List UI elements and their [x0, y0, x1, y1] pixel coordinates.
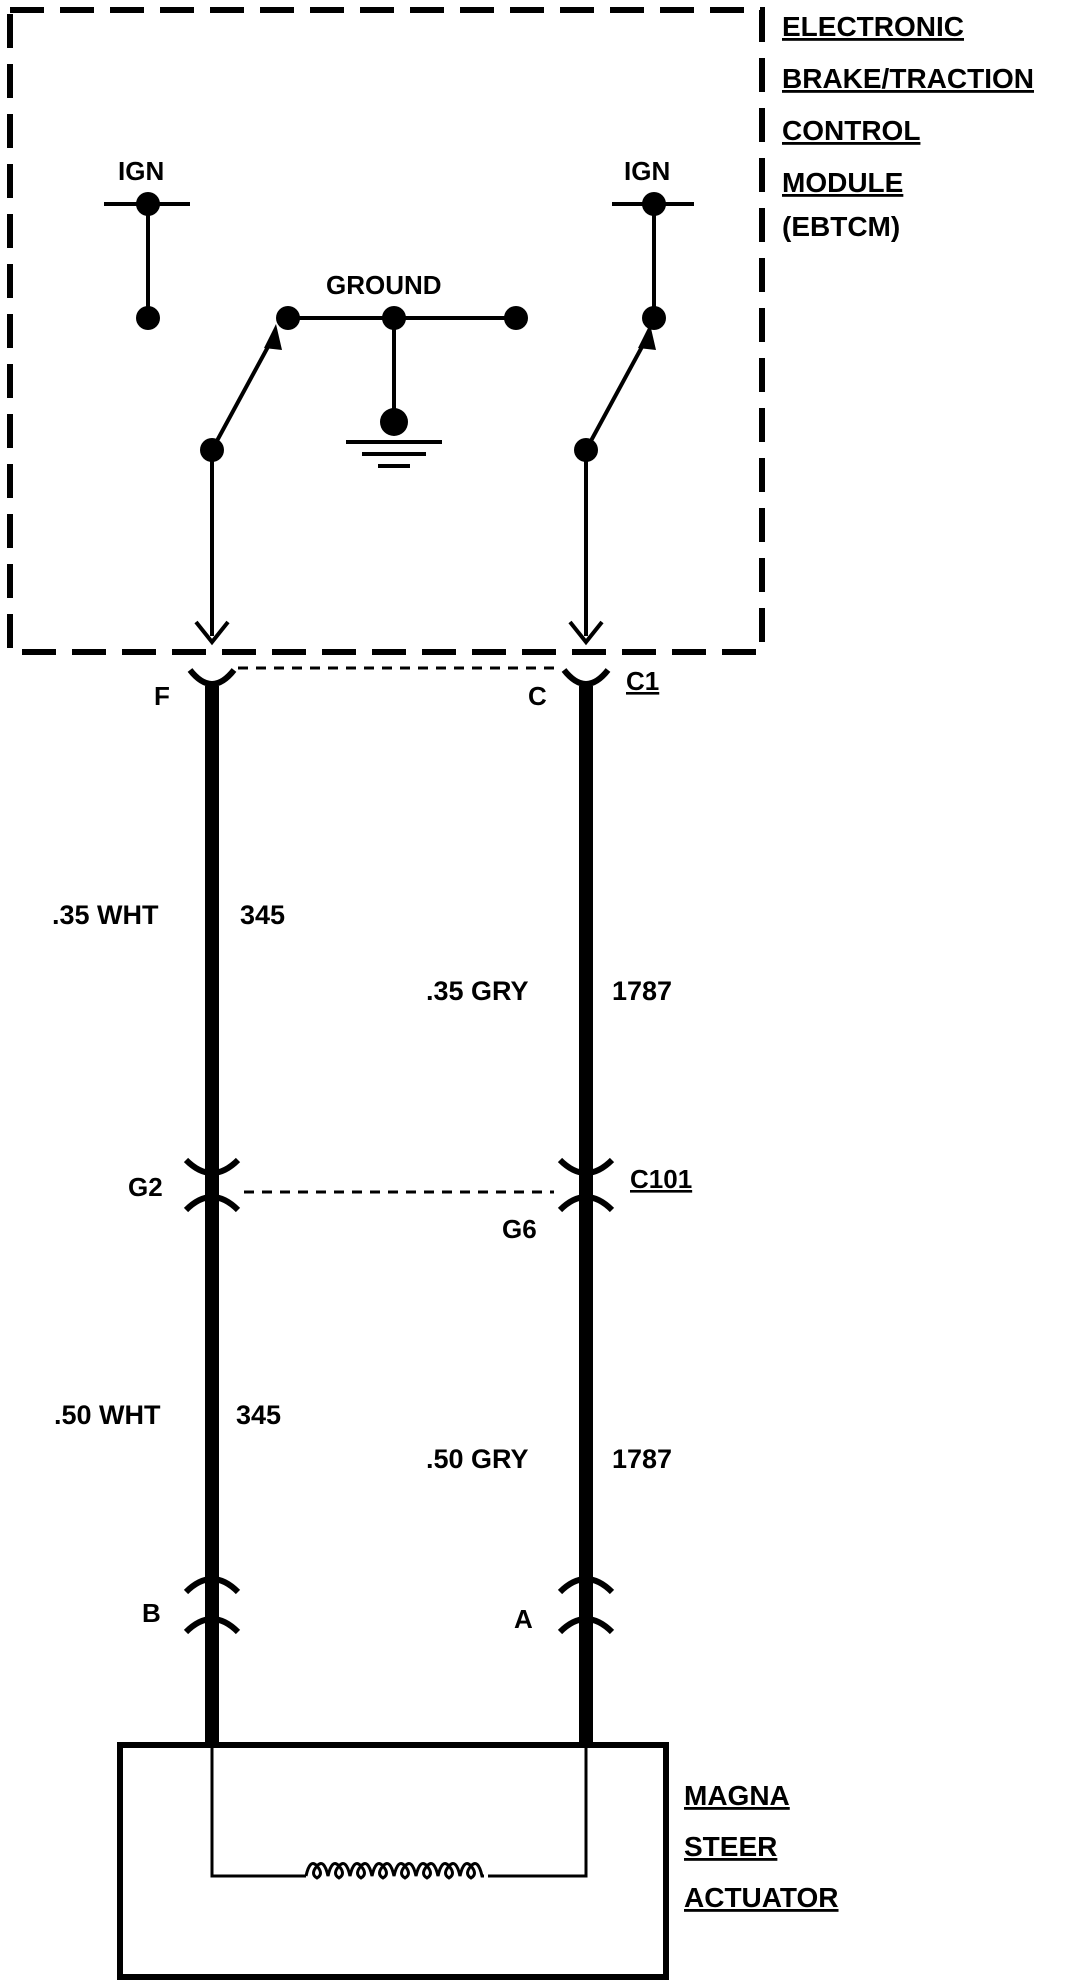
- ground-label: GROUND: [326, 270, 442, 300]
- module-title-line-3: CONTROL: [782, 115, 920, 146]
- module-title-line-2: BRAKE/TRACTION: [782, 63, 1034, 94]
- module-abbrev: (EBTCM): [782, 211, 900, 242]
- connector-c101: G2 G6 C101: [128, 1157, 692, 1244]
- ebtcm-title: ELECTRONIC BRAKE/TRACTION CONTROL MODULE…: [782, 11, 1034, 242]
- connector-c1: F C C1: [154, 666, 659, 711]
- wire-left-lower-gauge: .50 WHT: [54, 1400, 161, 1430]
- module-title-line-1: ELECTRONIC: [782, 11, 964, 42]
- c1-pin-f: F: [154, 681, 170, 711]
- c101-name: C101: [630, 1164, 692, 1194]
- wire-right-upper-gauge: .35 GRY: [426, 976, 529, 1006]
- magna-steer-actuator: MAGNA STEER ACTUATOR: [117, 1742, 839, 1980]
- ign-left-source: IGN: [104, 156, 190, 330]
- left-switch: [194, 324, 282, 646]
- actuator-title-line-2: STEER: [684, 1831, 777, 1862]
- wire-right-lower-circuit: 1787: [612, 1444, 672, 1474]
- wire-right-upper-circuit: 1787: [612, 976, 672, 1006]
- wire-left-lower-circuit: 345: [236, 1400, 281, 1430]
- ign-right-label: IGN: [624, 156, 670, 186]
- c101-pin-g6: G6: [502, 1214, 537, 1244]
- c101-pin-g2: G2: [128, 1172, 163, 1202]
- actuator-title-line-3: ACTUATOR: [684, 1882, 839, 1913]
- wire-left-upper-circuit: 345: [240, 900, 285, 930]
- ign-left-label: IGN: [118, 156, 164, 186]
- coil-icon: [304, 1862, 484, 1880]
- module-title-line-4: MODULE: [782, 167, 903, 198]
- actuator-pin-b: B: [142, 1598, 161, 1628]
- ign-right-source: IGN: [612, 156, 694, 330]
- connector-actuator: B A: [142, 1576, 615, 1635]
- actuator-title-line-1: MAGNA: [684, 1780, 790, 1811]
- c1-name: C1: [626, 666, 659, 696]
- right-switch: [568, 324, 656, 646]
- wire-right-lower-gauge: .50 GRY: [426, 1444, 529, 1474]
- ground-bus: GROUND: [276, 270, 528, 468]
- c1-pin-c: C: [528, 681, 547, 711]
- ground-symbol-icon: [346, 440, 442, 468]
- ebtcm-module-boundary: [7, 7, 765, 655]
- wire-left-upper-gauge: .35 WHT: [52, 900, 159, 930]
- actuator-pin-a: A: [514, 1604, 533, 1634]
